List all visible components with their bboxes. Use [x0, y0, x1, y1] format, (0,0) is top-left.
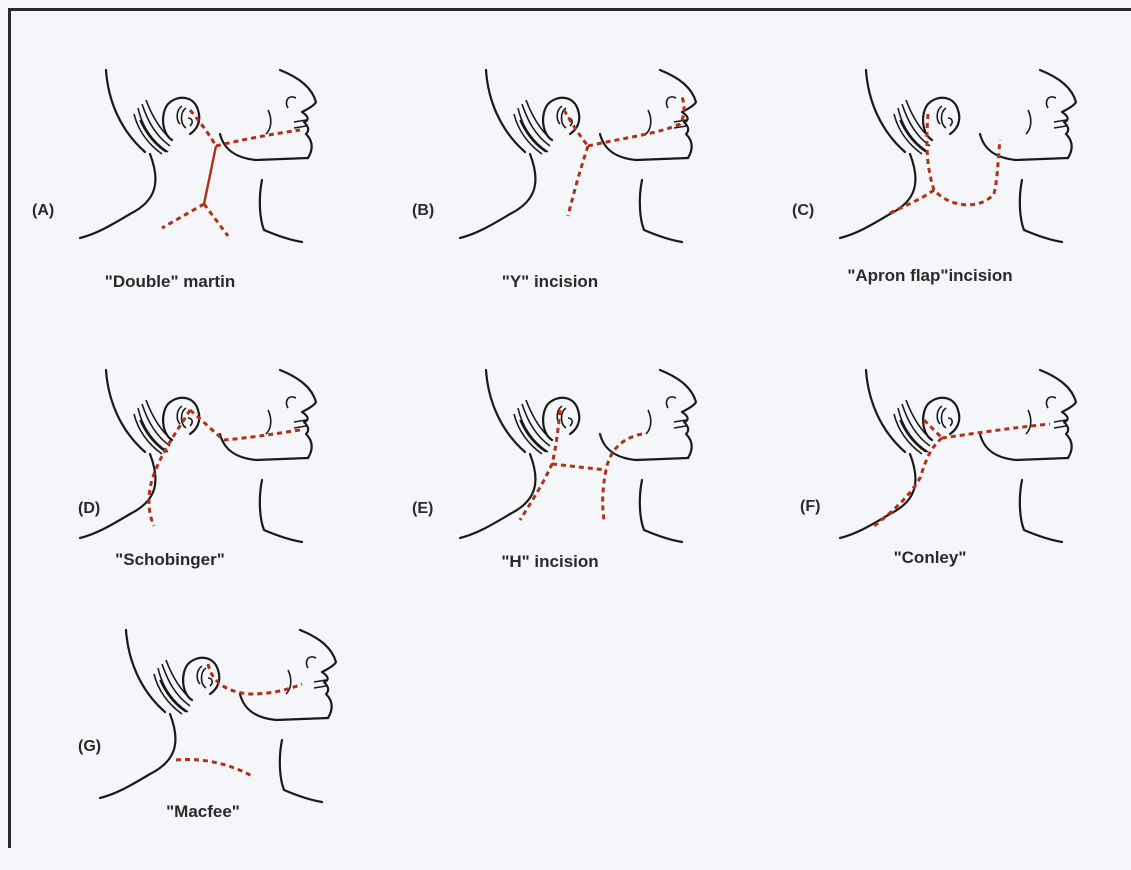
- panel-letter: (G): [78, 738, 101, 756]
- head-neck-profile-icon: [390, 30, 710, 260]
- panel-letter: (D): [78, 500, 100, 518]
- panel-caption: "Macfee": [28, 802, 378, 822]
- panel-d: (D) "Schobinger": [10, 330, 330, 610]
- head-neck-profile-icon: [10, 330, 330, 560]
- panel-letter: (C): [792, 202, 814, 220]
- head-neck-profile-icon: [770, 30, 1090, 260]
- panel-letter: (A): [32, 202, 54, 220]
- head-neck-profile-icon: [390, 330, 710, 560]
- panel-c: (C) "Apron flap"incision: [770, 30, 1090, 310]
- head-neck-profile-icon: [770, 330, 1090, 560]
- head-neck-profile-icon: [10, 30, 330, 260]
- panel-letter: (E): [412, 500, 433, 518]
- panel-f: (F) "Conley": [770, 330, 1090, 610]
- panel-caption: "Apron flap"incision: [770, 266, 1090, 286]
- panel-a: (A) "Double" martin: [10, 30, 330, 310]
- panel-letter: (F): [800, 498, 820, 516]
- panel-letter: (B): [412, 202, 434, 220]
- panel-caption: "H" incision: [390, 552, 710, 572]
- head-neck-profile-icon: [30, 590, 350, 820]
- panel-caption: "Conley": [770, 548, 1090, 568]
- panel-g: (G) "Macfee": [30, 590, 350, 870]
- panel-e: (E) "H" incision: [390, 330, 710, 610]
- panel-b: (B) "Y" incision: [390, 30, 710, 310]
- panel-caption: "Schobinger": [10, 550, 330, 570]
- panel-caption: "Double" martin: [10, 272, 330, 292]
- panel-caption: "Y" incision: [390, 272, 710, 292]
